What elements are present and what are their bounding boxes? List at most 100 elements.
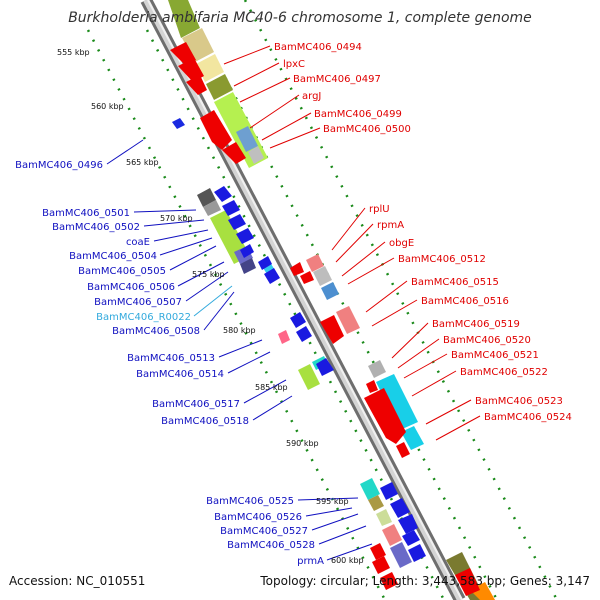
leader-line-plus (239, 77, 291, 103)
gene-block (368, 360, 386, 378)
arrow (370, 543, 386, 560)
gene-label[interactable]: BamMC406_0512 (398, 254, 486, 265)
gene-label[interactable]: BamMC406_0517 (152, 399, 240, 410)
gene-label[interactable]: BamMC406_0520 (443, 335, 531, 346)
gene-label[interactable]: rpmA (377, 220, 404, 231)
gene-label[interactable]: BamMC406_0516 (421, 296, 509, 307)
gene-label[interactable]: BamMC406_0507 (94, 297, 182, 308)
leader-line-plus (331, 207, 366, 251)
gene-label[interactable]: BamMC406_0494 (274, 42, 362, 53)
gene-label[interactable]: BamMC406_0525 (206, 496, 294, 507)
arrow (290, 312, 306, 328)
kbp-tick-label: 580 kbp (223, 326, 256, 335)
leader-line-minus (193, 285, 233, 317)
arrow (236, 228, 254, 244)
leader-line-plus (223, 45, 271, 65)
leader-line-plus (371, 299, 418, 327)
leader-line-minus (203, 291, 235, 331)
leader-line-plus (365, 280, 408, 313)
arrow (214, 186, 232, 202)
gene-block (240, 258, 256, 274)
minus-strand-features (172, 118, 392, 526)
gene-label[interactable]: BamMC406_0514 (136, 369, 224, 380)
arrow (320, 315, 344, 344)
arrow (240, 244, 254, 258)
arrow (222, 200, 240, 216)
gene-block (390, 542, 412, 568)
gene-label[interactable]: argJ (302, 91, 321, 102)
gene-label[interactable]: BamMC406_0504 (69, 251, 157, 262)
gene-block (360, 478, 380, 500)
gene-block (336, 306, 360, 334)
gene-block (298, 364, 320, 390)
gene-label[interactable]: BamMC406_0505 (78, 266, 166, 277)
gene-block (278, 330, 290, 344)
arrow (296, 326, 312, 342)
gene-label[interactable]: BamMC406_0522 (460, 367, 548, 378)
gene-block (182, 28, 214, 62)
leader-line-plus (391, 322, 429, 359)
leader-line-minus (252, 395, 293, 421)
kbp-tick-label: 565 kbp (126, 158, 159, 167)
arrow (455, 568, 480, 596)
gene-label[interactable]: BamMC406_0527 (220, 526, 308, 537)
kbp-tick-label: 590 kbp (286, 439, 319, 448)
arrow (316, 358, 334, 376)
gene-label[interactable]: BamMC406_0518 (161, 416, 249, 427)
label-leader-lines (106, 45, 481, 561)
gene-label[interactable]: BamMC406_0528 (227, 540, 315, 551)
gene-label[interactable]: BamMC406_0506 (87, 282, 175, 293)
gene-label-rna[interactable]: BamMC406_R0022 (96, 312, 191, 323)
gene-label[interactable]: BamMC406_0521 (451, 350, 539, 361)
gene-label[interactable]: BamMC406_0502 (52, 222, 140, 233)
leader-line-plus (397, 338, 440, 369)
gene-block (382, 524, 402, 546)
arrow (200, 110, 232, 150)
leader-line-plus (261, 112, 312, 141)
gene-label[interactable]: obgE (389, 238, 414, 249)
leader-line-minus (159, 237, 213, 256)
gene-label[interactable]: BamMC406_0513 (127, 353, 215, 364)
gene-label[interactable]: BamMC406_0497 (293, 74, 381, 85)
gene-label[interactable]: lpxC (283, 59, 305, 70)
leader-line-minus (297, 497, 359, 501)
leader-line-minus (243, 379, 287, 404)
gene-block (236, 126, 258, 152)
gene-label[interactable]: BamMC406_0524 (484, 412, 572, 423)
gene-block (321, 282, 339, 300)
gene-label[interactable]: BamMC406_0496 (15, 160, 103, 171)
arrow (178, 58, 204, 82)
arrow (170, 42, 196, 66)
gene-label[interactable]: coaE (126, 237, 150, 248)
leader-line-plus (411, 370, 457, 397)
arrow (300, 271, 314, 284)
arrow (228, 214, 246, 230)
gene-label[interactable]: BamMC406_0526 (214, 512, 302, 523)
leader-line-minus (305, 507, 353, 517)
plus-gene-labels: BamMC406_0494 lpxC BamMC406_0497 argJ Ba… (274, 42, 572, 423)
gene-label[interactable]: BamMC406_0501 (42, 208, 130, 219)
leader-line-minus (185, 271, 229, 302)
gene-block (368, 495, 384, 511)
gene-label[interactable]: BamMC406_0500 (323, 124, 411, 135)
gene-label[interactable]: BamMC406_0499 (314, 109, 402, 120)
gene-label[interactable]: BamMC406_0519 (432, 319, 520, 330)
gene-label[interactable]: rplU (369, 204, 390, 215)
leader-line-minus (227, 351, 271, 374)
minus-gene-labels: BamMC406_0496 BamMC406_0501 BamMC406_050… (15, 160, 324, 567)
gene-label[interactable]: BamMC406_0508 (112, 326, 200, 337)
kbp-tick-label: 600 kbp (331, 556, 364, 565)
map-title: Burkholderia ambifaria MC40-6 chromosome… (68, 10, 532, 26)
arrow (186, 75, 207, 95)
arrow (222, 142, 246, 164)
gene-label[interactable]: prmA (297, 556, 324, 567)
gene-label[interactable]: BamMC406_0523 (475, 396, 563, 407)
arrow (366, 380, 378, 393)
leader-line-minus (218, 339, 263, 358)
arrow (396, 442, 410, 458)
arrow (372, 556, 390, 574)
kbp-tick-label: 560 kbp (91, 102, 124, 111)
kbp-tick-label: 570 kbp (160, 214, 193, 223)
gene-label[interactable]: BamMC406_0515 (411, 277, 499, 288)
